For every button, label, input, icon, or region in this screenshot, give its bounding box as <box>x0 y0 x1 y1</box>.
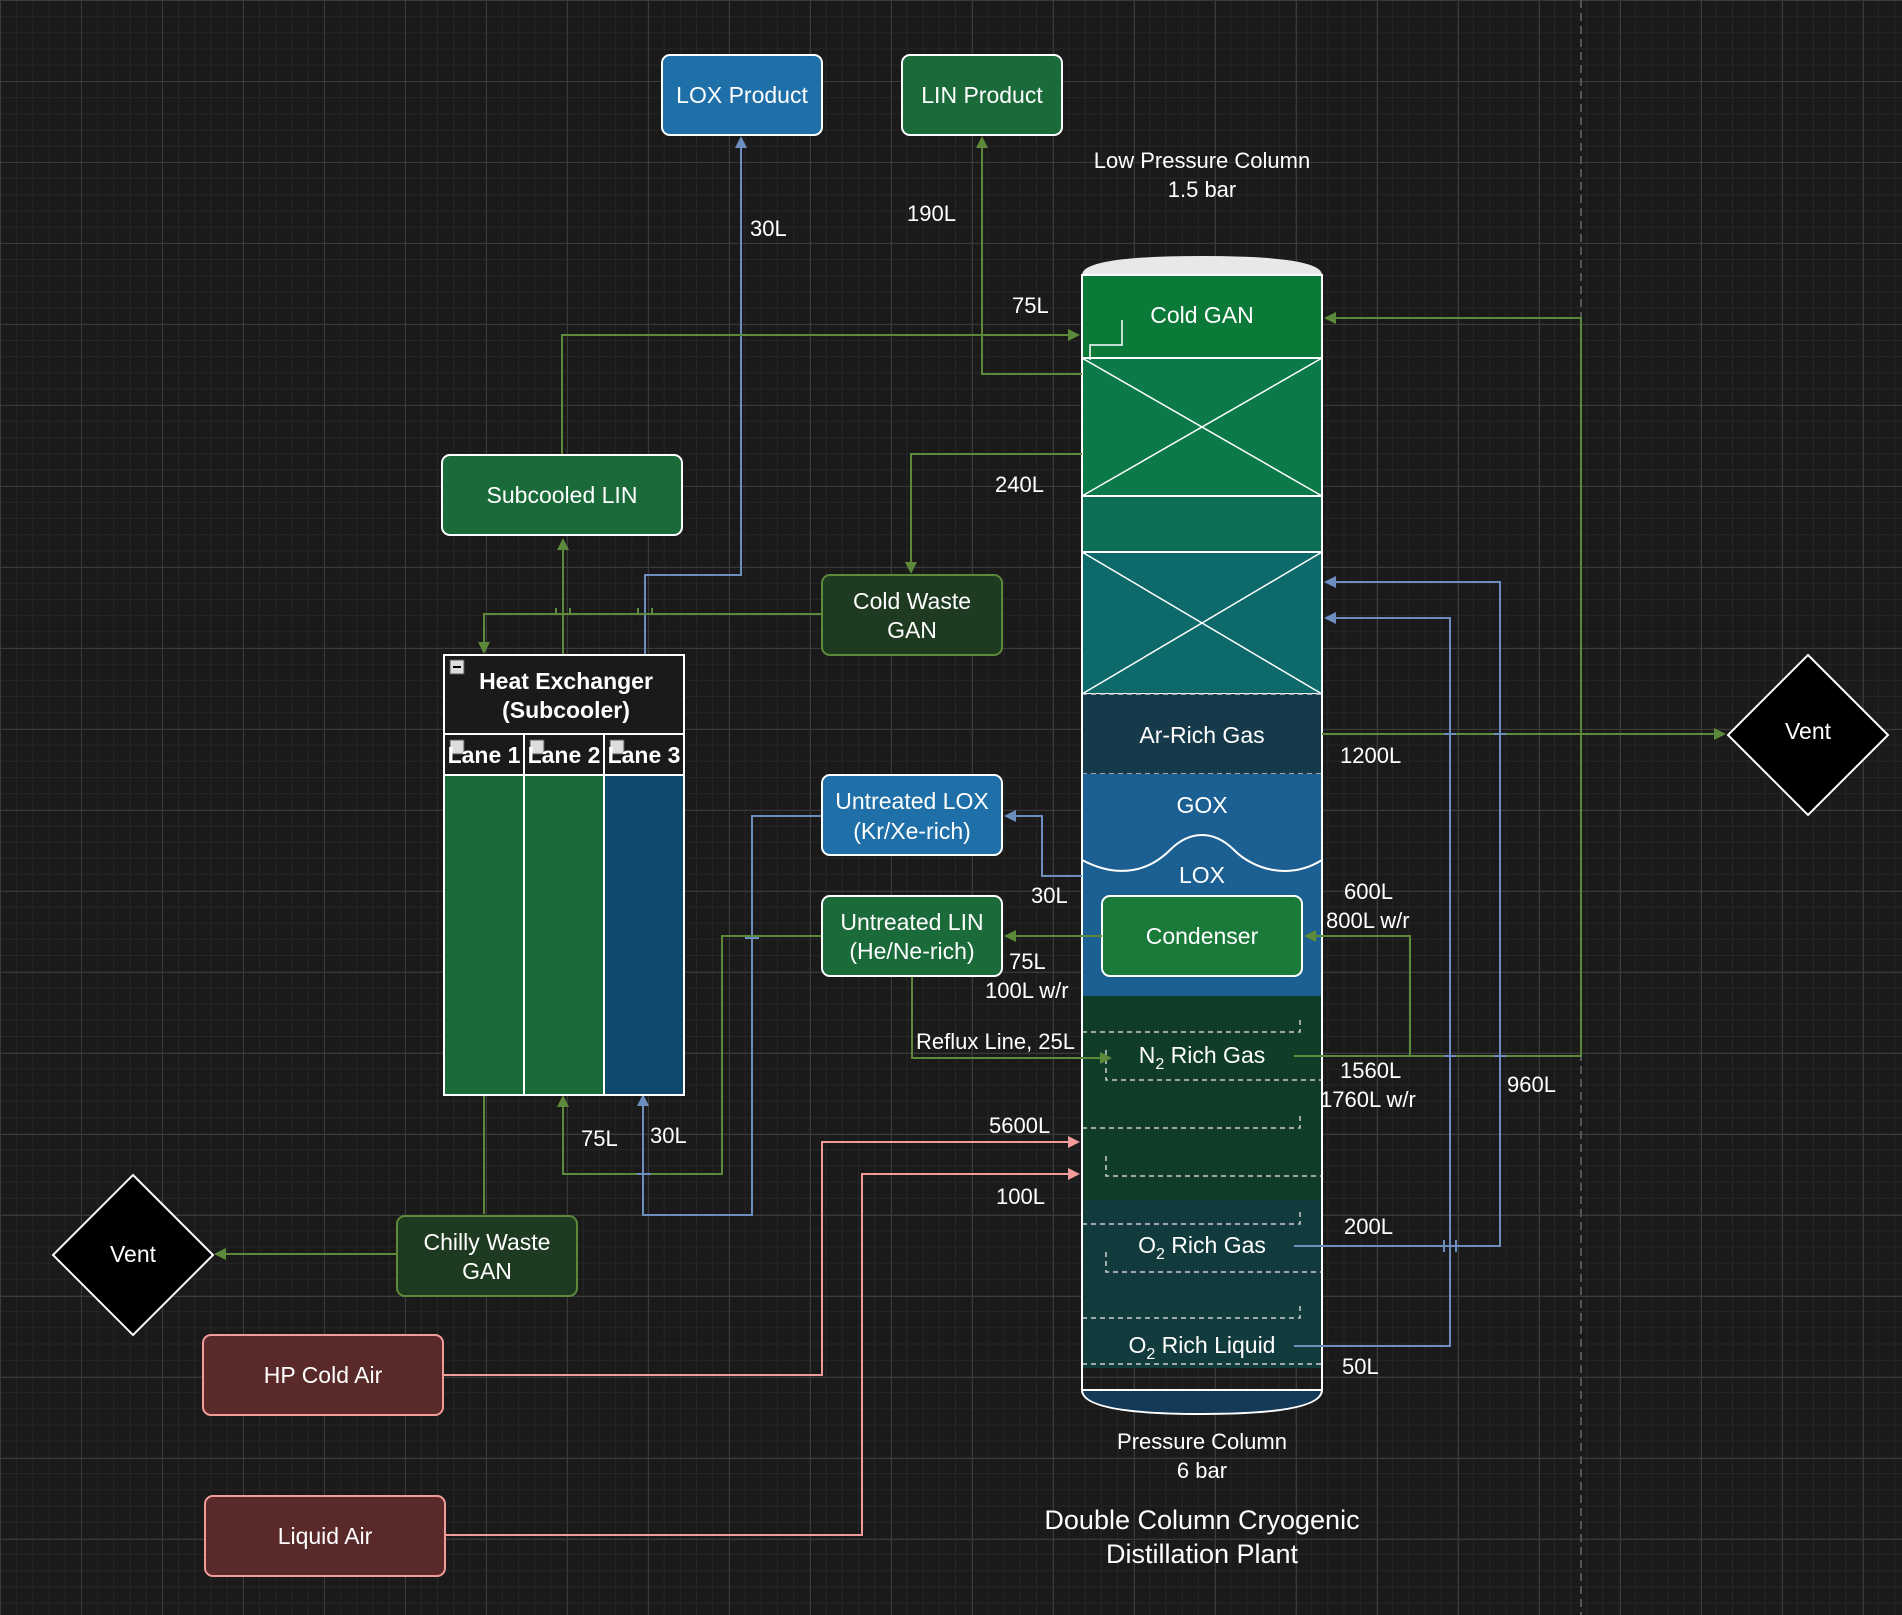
hx-lane-2 <box>524 776 604 1094</box>
untreated-lin-sublabel: (He/Ne-rich) <box>849 938 974 964</box>
lox-product-label: LOX Product <box>676 82 808 108</box>
flow-label-n2-1560l: 1560L <box>1340 1058 1401 1083</box>
diagram-title: Double Column Cryogenic <box>1044 1505 1359 1535</box>
flow-label-kr-30l: 30L <box>1031 883 1068 908</box>
flow-label-hx-75l: 75L <box>581 1126 618 1151</box>
untreated-lox-box[interactable] <box>821 774 1003 856</box>
flow-label-waste-240l: 240L <box>995 472 1044 497</box>
hp-cold-air-box[interactable] <box>202 1334 444 1416</box>
hp-column-pressure: 6 bar <box>1177 1458 1227 1483</box>
cold-waste-gan-label: Cold Waste <box>853 588 971 614</box>
o2-rich-liquid-label: O2 Rich Liquid <box>1129 1332 1276 1363</box>
flow-label-reflux: Reflux Line, 25L <box>916 1029 1075 1054</box>
hx-lane-3 <box>604 776 683 1094</box>
flow-label-gan-75l: 75L <box>1012 293 1049 318</box>
hx-lane-2-label: Lane 2 <box>528 742 601 768</box>
line-hops <box>555 608 1506 1252</box>
chilly-waste-gan-label: Chilly Waste <box>424 1229 551 1255</box>
collapse-icon[interactable] <box>529 739 545 755</box>
flow-label-lox-30l: 30L <box>750 216 787 241</box>
lp-column-label: Low Pressure Column <box>1094 148 1310 173</box>
cold-waste-gan-label-2: GAN <box>887 617 937 643</box>
hx-lane-3-label: Lane 3 <box>608 742 681 768</box>
o2-rich-gas-label: O2 Rich Gas <box>1138 1232 1266 1263</box>
liquid-air-label: Liquid Air <box>278 1523 373 1549</box>
hp-column-label: Pressure Column <box>1117 1429 1287 1454</box>
subcooled-lin-label: Subcooled LIN <box>487 482 638 508</box>
untreated-lox-label: Untreated LOX <box>835 788 988 814</box>
subcooled-lin-box[interactable] <box>441 454 683 536</box>
flow-label-ne-75l: 75L <box>1009 949 1046 974</box>
lox-product-box[interactable] <box>661 54 823 136</box>
flow-lines <box>214 136 1726 1536</box>
untreated-lox-sublabel: (Kr/Xe-rich) <box>853 818 971 844</box>
flow-label-n2-1760l: 1760L w/r <box>1320 1087 1416 1112</box>
vent-right-diamond[interactable] <box>1726 653 1890 817</box>
n2-rich-gas-label: N2 Rich Gas <box>1139 1042 1266 1073</box>
column-spacer <box>1081 495 1323 553</box>
vent-right-label: Vent <box>1785 718 1832 744</box>
flow-label-liq-100l: 100L <box>996 1184 1045 1209</box>
hx-subtitle: (Subcooler) <box>502 697 630 723</box>
flow-label-ne-100l: 100L w/r <box>985 978 1069 1003</box>
flow-label-air-5600l: 5600L <box>989 1113 1050 1138</box>
vent-left-diamond[interactable] <box>51 1173 215 1337</box>
flow-label-n2-960l: 960L <box>1507 1072 1556 1097</box>
cold-gan-label: Cold GAN <box>1150 302 1254 328</box>
column-bottom-cap <box>1080 1389 1324 1416</box>
flow-label-cond-800l: 800L w/r <box>1326 908 1410 933</box>
hx-title: Heat Exchanger <box>479 668 653 694</box>
collapse-icon[interactable] <box>609 739 625 755</box>
hx-lane-1 <box>445 776 524 1094</box>
column-top-cap <box>1082 256 1322 275</box>
collapse-icon[interactable] <box>449 739 465 755</box>
gox-label: GOX <box>1176 792 1227 818</box>
liquid-level-wave <box>1081 834 1323 872</box>
heat-exchanger[interactable] <box>443 654 685 1096</box>
diagram-title-2: Distillation Plant <box>1106 1539 1299 1569</box>
lin-product-box[interactable] <box>901 54 1063 136</box>
cold-waste-gan-box[interactable] <box>821 574 1003 656</box>
liquid-air-box[interactable] <box>204 1495 446 1577</box>
condenser-label: Condenser <box>1146 923 1259 949</box>
hp-cold-air-label: HP Cold Air <box>264 1362 383 1388</box>
flow-label-ar-1200l: 1200L <box>1340 743 1401 768</box>
chilly-waste-gan-box[interactable] <box>396 1215 578 1297</box>
chilly-waste-gan-label-2: GAN <box>462 1258 512 1284</box>
ar-rich-gas-label: Ar-Rich Gas <box>1139 722 1264 748</box>
flow-label-o2g-200l: 200L <box>1344 1214 1393 1239</box>
untreated-lin-box[interactable] <box>821 895 1003 977</box>
untreated-lin-label: Untreated LIN <box>840 909 983 935</box>
lox-label: LOX <box>1179 862 1225 888</box>
lin-product-label: LIN Product <box>921 82 1043 108</box>
hx-lane-1-label: Lane 1 <box>448 742 521 768</box>
flow-label-lin-190l: 190L <box>907 201 956 226</box>
ar-rich-gas-section <box>1082 694 1322 774</box>
flow-label-hx-30l: 30L <box>650 1123 687 1148</box>
flow-label-cond-600l: 600L <box>1344 879 1393 904</box>
vent-left-label: Vent <box>110 1241 157 1267</box>
flow-label-o2l-50l: 50L <box>1342 1354 1379 1379</box>
lp-column-pressure: 1.5 bar <box>1168 177 1237 202</box>
distillation-column <box>1080 256 1324 1416</box>
